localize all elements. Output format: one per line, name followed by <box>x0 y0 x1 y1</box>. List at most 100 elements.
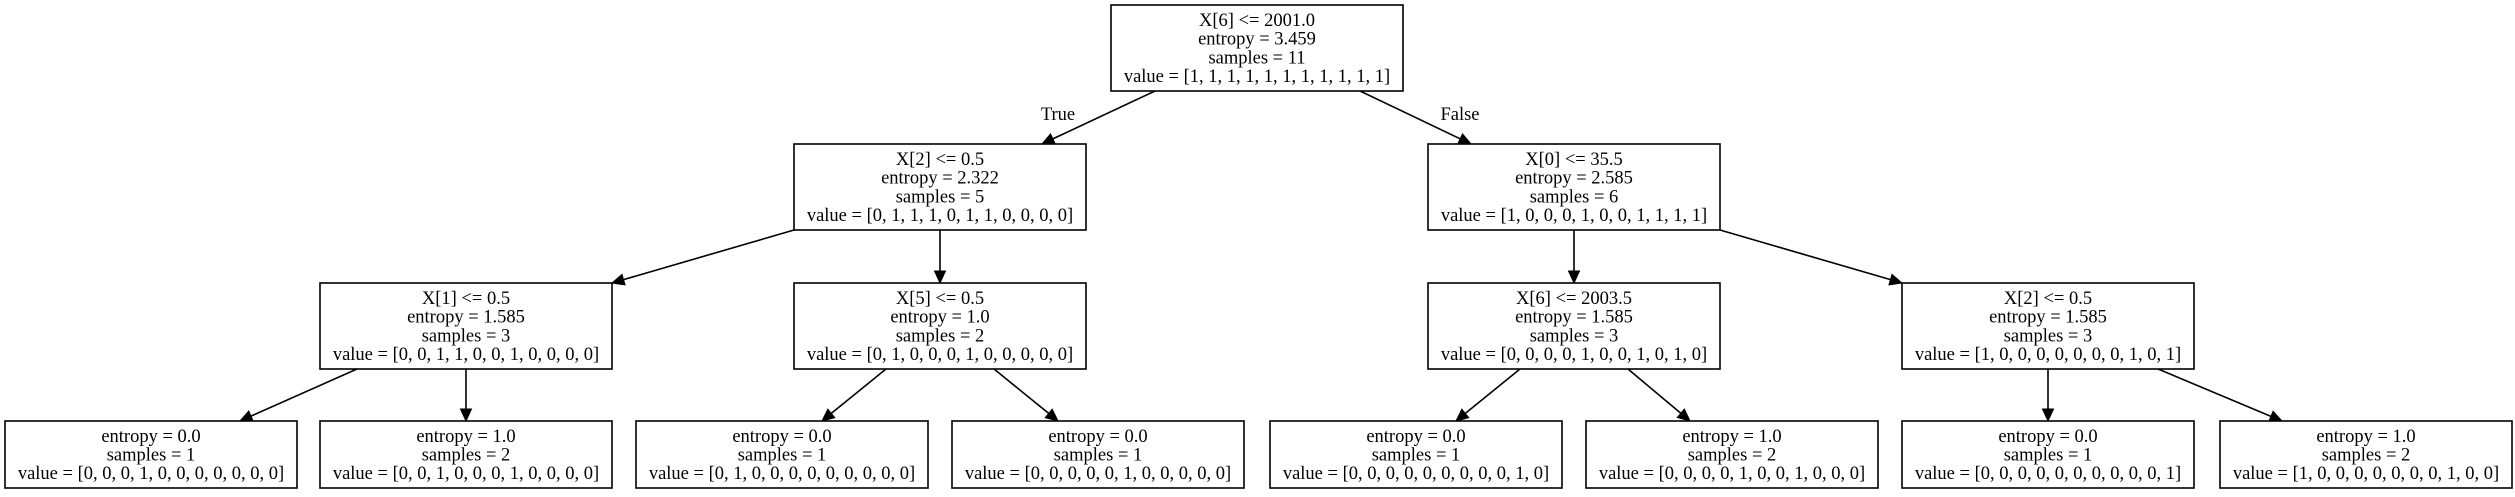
edge-label: True <box>1041 105 1075 125</box>
node-split-condition: X[6] <= 2001.0 <box>1199 11 1315 31</box>
edge-n5-n11 <box>1455 368 1521 422</box>
node-box <box>793 282 1087 370</box>
arrowhead-icon <box>238 410 254 422</box>
node-samples: samples = 1 <box>738 446 827 466</box>
node-box <box>4 420 298 489</box>
node-value: value = [0, 0, 0, 1, 0, 0, 0, 0, 0, 0, 0… <box>18 464 284 484</box>
node-entropy: entropy = 3.459 <box>1198 30 1316 50</box>
edges-layer: True False <box>238 90 2284 423</box>
arrowhead-icon <box>2268 410 2284 422</box>
node-value: value = [0, 0, 0, 0, 1, 0, 0, 1, 0, 0, 0… <box>1599 464 1865 484</box>
node-box <box>793 143 1087 231</box>
node-value: value = [0, 0, 0, 0, 0, 1, 0, 0, 0, 0, 0… <box>965 464 1231 484</box>
node-split-condition: X[5] <= 0.5 <box>896 289 984 309</box>
node-entropy: entropy = 0.0 <box>732 427 831 447</box>
node-entropy: entropy = 1.0 <box>890 308 989 328</box>
edge-n6-n13 <box>2041 369 2055 423</box>
node-box <box>319 420 613 489</box>
node-entropy: entropy = 2.585 <box>1515 169 1633 189</box>
node-box <box>1110 4 1404 92</box>
edge-n2-n6 <box>1719 229 1904 286</box>
edge-n6-n14 <box>2157 368 2284 422</box>
edge-n1-n3 <box>610 229 795 286</box>
node-box <box>1427 143 1721 231</box>
node-entropy: entropy = 2.322 <box>881 169 999 189</box>
node-entropy: entropy = 0.0 <box>1998 427 2097 447</box>
node-split-condition: X[0] <= 35.5 <box>1525 150 1622 170</box>
edge-n5-n12 <box>1627 368 1691 422</box>
edge-line <box>1052 90 1156 140</box>
node-value: value = [1, 1, 1, 1, 1, 1, 1, 1, 1, 1, 1… <box>1124 67 1390 87</box>
edge-n3-n8 <box>459 369 473 423</box>
edge-line <box>250 368 358 417</box>
node-value: value = [1, 0, 0, 0, 1, 0, 0, 1, 1, 1, 1… <box>1441 206 1707 226</box>
edge-n2-n5 <box>1567 230 1581 285</box>
node-box <box>2219 420 2513 489</box>
node-split-condition: X[1] <= 0.5 <box>422 289 510 309</box>
edge-line <box>623 229 795 281</box>
node-value: value = [0, 1, 1, 1, 0, 1, 1, 0, 0, 0, 0… <box>807 206 1073 226</box>
node-box <box>1585 420 1879 489</box>
node-value: value = [0, 0, 1, 0, 0, 0, 1, 0, 0, 0, 0… <box>333 464 599 484</box>
node-entropy: entropy = 1.585 <box>1989 308 2107 328</box>
node-samples: samples = 3 <box>1530 326 1619 346</box>
node-value: value = [1, 0, 0, 0, 0, 0, 0, 0, 1, 0, 0… <box>2233 464 2499 484</box>
node-box <box>1901 282 2195 370</box>
node-value: value = [0, 1, 0, 0, 0, 1, 0, 0, 0, 0, 0… <box>807 345 1073 365</box>
node-samples: samples = 11 <box>1208 48 1305 68</box>
node-entropy: entropy = 0.0 <box>1048 427 1147 447</box>
edge-line <box>830 368 887 415</box>
edge-label: False <box>1440 105 1479 125</box>
node-samples: samples = 3 <box>2004 326 2093 346</box>
node-value: value = [1, 0, 0, 0, 0, 0, 0, 0, 1, 0, 1… <box>1915 345 2181 365</box>
edge-n4-n10 <box>993 368 1059 422</box>
node-entropy: entropy = 1.0 <box>2316 427 2415 447</box>
node-samples: samples = 2 <box>422 446 511 466</box>
node-entropy: entropy = 1.0 <box>1682 427 1781 447</box>
node-value: value = [0, 0, 0, 0, 0, 0, 0, 0, 0, 1, 0… <box>1283 464 1549 484</box>
arrowhead-icon <box>1676 408 1691 422</box>
node-entropy: entropy = 1.0 <box>416 427 515 447</box>
node-value: value = [0, 0, 0, 0, 1, 0, 0, 1, 0, 1, 0… <box>1441 345 1707 365</box>
node-value: value = [0, 0, 1, 1, 0, 0, 1, 0, 0, 0, 0… <box>333 345 599 365</box>
node-box <box>951 420 1245 489</box>
arrowhead-icon <box>1044 408 1059 422</box>
node-box <box>319 282 613 370</box>
arrowhead-icon <box>1457 132 1473 145</box>
node-entropy: entropy = 1.585 <box>1515 308 1633 328</box>
edge-n0-n1: True <box>1040 90 1156 145</box>
edge-line <box>1719 229 1891 281</box>
edge-n0-n2: False <box>1359 90 1480 145</box>
node-samples: samples = 2 <box>896 326 985 346</box>
node-samples: samples = 1 <box>107 446 196 466</box>
node-samples: samples = 1 <box>2004 446 2093 466</box>
node-samples: samples = 6 <box>1530 187 1619 207</box>
node-samples: samples = 5 <box>896 187 985 207</box>
node-entropy: entropy = 1.585 <box>407 308 525 328</box>
node-samples: samples = 1 <box>1054 446 1143 466</box>
arrowhead-icon <box>1040 133 1056 145</box>
node-split-condition: X[6] <= 2003.5 <box>1516 289 1632 309</box>
edge-line <box>1359 90 1461 140</box>
arrowhead-icon <box>1888 273 1904 286</box>
edge-n1-n4 <box>933 230 947 285</box>
node-box <box>1427 282 1721 370</box>
node-split-condition: X[2] <= 0.5 <box>2004 289 2092 309</box>
edge-n4-n9 <box>821 368 887 422</box>
node-samples: samples = 2 <box>2322 446 2411 466</box>
node-split-condition: X[2] <= 0.5 <box>896 150 984 170</box>
